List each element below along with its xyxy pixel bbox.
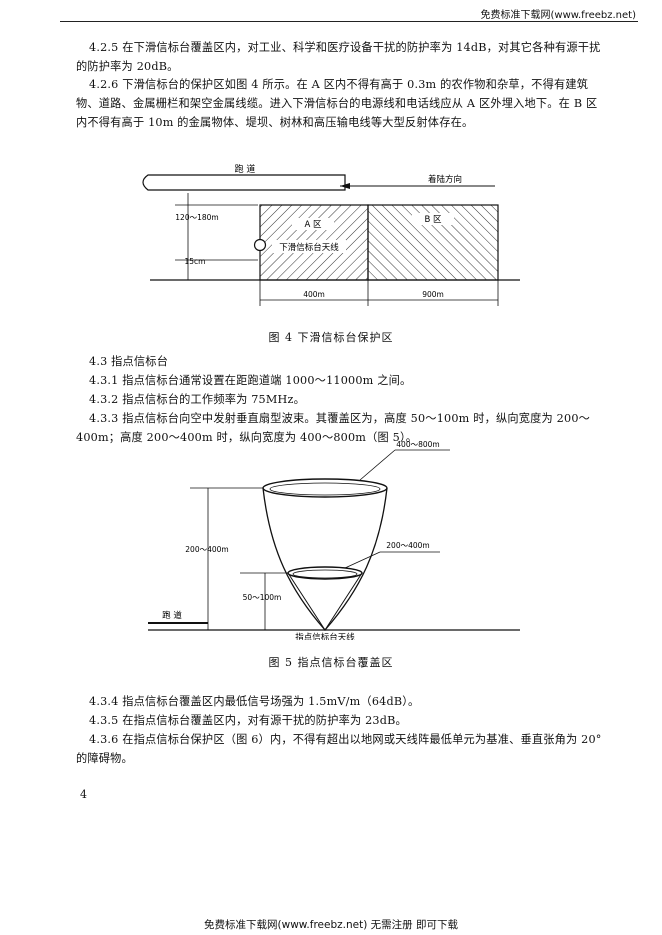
runway-outline (142, 174, 346, 191)
figure-4-diagram: 跑 道 着陆方向 A 区 B 区 下滑信标台天线 120～180m 15cm 4… (142, 163, 520, 306)
figure-5-caption: 图 5 指点信标台覆盖区 (268, 656, 394, 669)
page-number: 4 (80, 788, 87, 801)
zone-a-label: A 区 (304, 220, 322, 230)
mid-width-label: 200～400m (386, 541, 429, 550)
top-width-label: 400～800m (396, 440, 439, 449)
figure-5-diagram: 400～800m 200～400m 200～400m 50～100m 跑 道 指… (148, 440, 520, 640)
zone-b-area (367, 204, 499, 281)
figure-4-caption: 图 4 下滑信标台保护区 (268, 331, 394, 344)
clause-4-3-3: 4.3.3 指点信标台向空中发射垂直扇型波束。其覆盖区为，高度 50～100m … (76, 412, 591, 444)
clause-4-3-4: 4.3.4 指点信标台覆盖区内最低信号场强为 1.5mV/m（64dB）。 (89, 695, 420, 708)
clause-4-2-6: 4.2.6 下滑信标台的保护区如图 4 所示。在 A 区内不得有高于 0.3m … (76, 78, 598, 129)
coverage-mid-ellipse (287, 566, 363, 580)
clause-4-3-1: 4.3.1 指点信标台通常设置在距跑道端 1000～11000m 之间。 (89, 374, 412, 387)
runway-label: 跑 道 (235, 163, 256, 175)
low-height-label: 50～100m (243, 593, 282, 602)
header-rule (60, 21, 638, 22)
site-header: 免费标准下载网(www.freebz.net) (480, 10, 636, 21)
zone-b-label: B 区 (424, 215, 442, 225)
antenna-label: 下滑信标台天线 (279, 242, 339, 253)
section-4-3-heading: 4.3 指点信标台 (89, 355, 169, 368)
clause-4-3-6: 4.3.6 在指点信标台保护区（图 6）内，不得有超出以地网或天线阵最低单元为基… (76, 733, 602, 765)
runway-label-fig5: 跑 道 (162, 610, 182, 621)
clause-4-3-5: 4.3.5 在指点信标台覆盖区内，对有源干扰的防护率为 23dB。 (89, 714, 407, 727)
site-footer: 免费标准下载网(www.freebz.net) 无需注册 即可下载 (204, 919, 458, 931)
clause-4-2-5: 4.2.5 在下滑信标台覆盖区内，对工业、科学和医疗设备干扰的防护率为 14dB… (76, 41, 601, 73)
antenna-marker (253, 238, 267, 252)
clause-4-3-2: 4.3.2 指点信标台的工作频率为 75MHz。 (89, 393, 305, 406)
dim-b-length-label: 900m (422, 290, 444, 299)
coverage-cone (262, 487, 388, 631)
dim-a-length-label: 400m (303, 290, 325, 299)
coverage-top-ellipse (262, 478, 388, 498)
landing-direction-label: 着陆方向 (428, 174, 462, 185)
dim-height-label: 15cm (185, 257, 206, 266)
left-height-label: 200～400m (185, 545, 228, 554)
marker-antenna-label: 指点信标台天线 (295, 632, 355, 640)
dim-offset-label: 120～180m (175, 213, 218, 222)
